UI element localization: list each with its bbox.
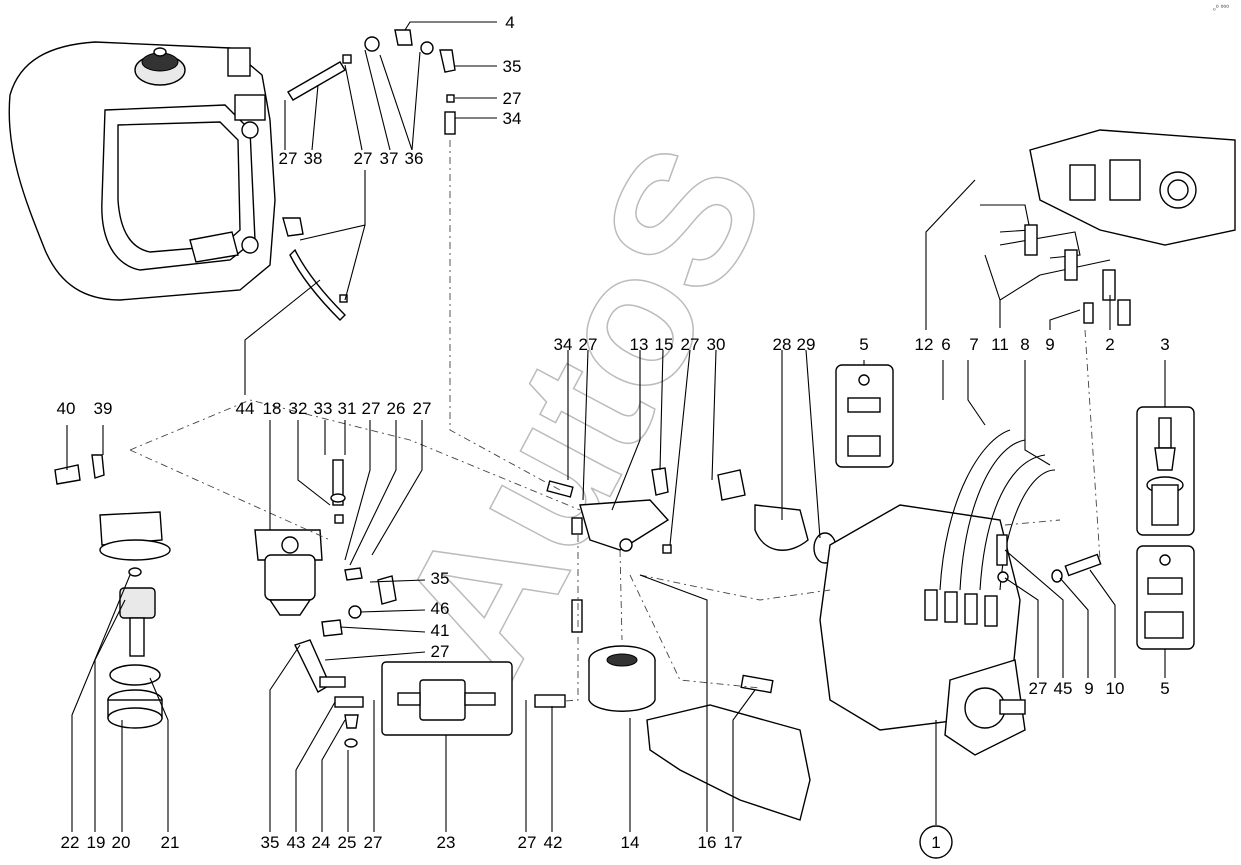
top-fittings: [287, 29, 456, 321]
fuel-filter-18: [254, 529, 323, 616]
part-label: 39: [94, 399, 113, 418]
part-label: 41: [431, 621, 450, 640]
part-label: 46: [431, 599, 450, 618]
fuel-pump-23-box: [381, 661, 513, 736]
part-label: 23: [437, 833, 456, 852]
callout-1-text: 1: [931, 833, 940, 852]
part-label: 6: [941, 335, 950, 354]
part-label: 27: [431, 642, 450, 661]
part-label: 3: [1160, 335, 1169, 354]
clamp-box-5-center: [835, 364, 894, 468]
part-label: 12: [915, 335, 934, 354]
part-label: 27: [279, 149, 298, 168]
part-label: 17: [724, 833, 743, 852]
part-label: 9: [1045, 335, 1054, 354]
part-label: 34: [554, 335, 573, 354]
part-label: 5: [859, 335, 868, 354]
left-parts: [54, 454, 171, 729]
center-parts: [294, 459, 837, 748]
part-label: 27: [354, 149, 373, 168]
fuel-tank: [8, 41, 304, 301]
part-label: 27: [681, 335, 700, 354]
part-label: 33: [314, 399, 333, 418]
part-label: 27: [364, 833, 383, 852]
part-label: 21: [161, 833, 180, 852]
part-label: 2: [1105, 335, 1114, 354]
cylinder-head: [980, 129, 1236, 326]
callout-1: 1: [919, 825, 953, 859]
part-label: 27: [518, 833, 537, 852]
part-label: 40: [57, 399, 76, 418]
part-label: 28: [773, 335, 792, 354]
part-label: 31: [338, 399, 357, 418]
part-label: 44: [236, 399, 255, 418]
part-label: 4: [505, 13, 514, 32]
leader-lines: [66, 21, 1166, 832]
clamp-box-5-right: [1136, 545, 1195, 650]
part-label: 36: [405, 149, 424, 168]
part-label: 34: [503, 109, 522, 128]
part-label: 25: [338, 833, 357, 852]
part-label: 35: [503, 57, 522, 76]
part-label: 11: [991, 335, 1009, 354]
part-label: 37: [380, 149, 399, 168]
injection-pump: [646, 429, 1056, 821]
part-label: 10: [1106, 679, 1125, 698]
part-label: 24: [312, 833, 331, 852]
part-label: 16: [698, 833, 717, 852]
part-label: 19: [87, 833, 106, 852]
part-label: 35: [261, 833, 280, 852]
part-label: 32: [289, 399, 308, 418]
part-labels: 4 35 27 34 27 38 27 37 36 12 6 7 11 8 9 …: [57, 13, 1170, 852]
routing-lines: [129, 140, 1101, 702]
part-label: 15: [655, 335, 674, 354]
part-label: 5: [1160, 679, 1169, 698]
part-label: 29: [797, 335, 816, 354]
part-label: 26: [387, 399, 406, 418]
part-label: 45: [1054, 679, 1073, 698]
part-label: 43: [287, 833, 306, 852]
part-label: 27: [579, 335, 598, 354]
part-label: 14: [621, 833, 640, 852]
injector-box-3: [1136, 406, 1195, 536]
part-label: 8: [1020, 335, 1029, 354]
part-label: 35: [431, 569, 450, 588]
part-label: 42: [544, 833, 563, 852]
part-label: 20: [112, 833, 131, 852]
part-label: 27: [362, 399, 381, 418]
corner-mark: ₀⁰ ⁰⁰⁰: [1212, 5, 1229, 12]
part-label: 27: [413, 399, 432, 418]
part-label: 27: [1029, 679, 1048, 698]
part-label: 30: [707, 335, 726, 354]
part-label: 27: [503, 89, 522, 108]
part-label: 22: [61, 833, 80, 852]
part-label: 7: [969, 335, 978, 354]
part-label: 13: [630, 335, 649, 354]
part-label: 18: [263, 399, 282, 418]
part-label: 9: [1084, 679, 1093, 698]
right-fittings: [996, 534, 1102, 583]
part-label: 38: [304, 149, 323, 168]
